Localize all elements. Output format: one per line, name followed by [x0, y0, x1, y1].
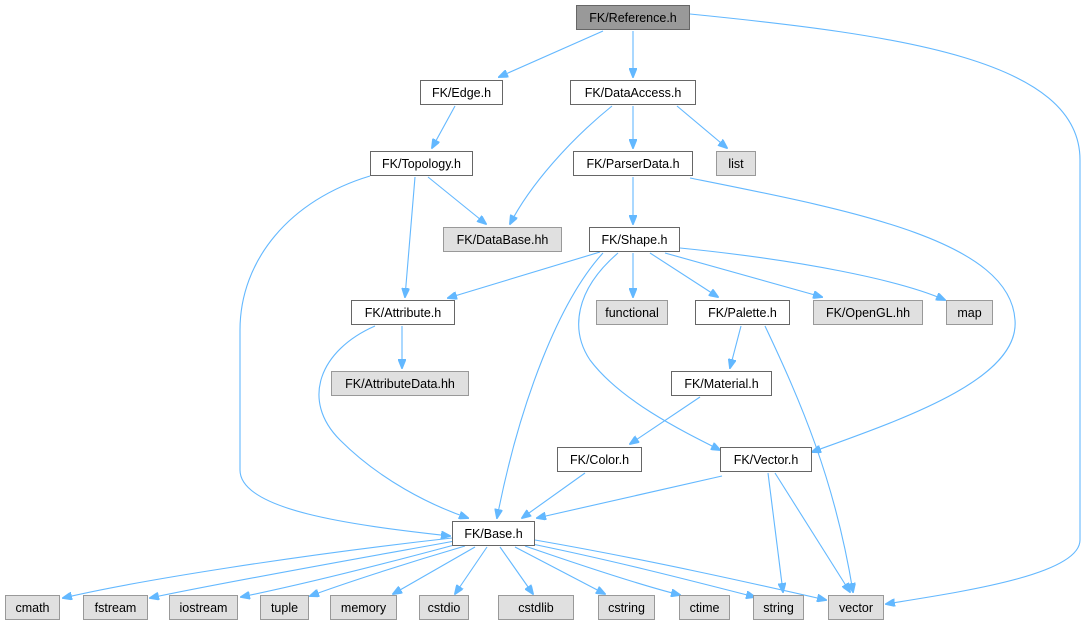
edge-base-string [531, 543, 755, 597]
edge-base-cmath [63, 537, 453, 598]
edge-topology-database [427, 176, 486, 224]
node-cstdio: cstdio [419, 595, 469, 620]
node-material-h[interactable]: FK/Material.h [671, 371, 772, 396]
node-attributedata-hh: FK/AttributeData.hh [331, 371, 469, 396]
edge-base-tuple [310, 545, 466, 596]
node-color-h[interactable]: FK/Color.h [557, 447, 642, 472]
node-reference-h[interactable]: FK/Reference.h [576, 5, 690, 30]
edge-base-vector [534, 539, 826, 600]
edge-shape-base [497, 252, 604, 518]
edge-base-cstring [514, 546, 605, 594]
edge-vector-string [767, 472, 783, 592]
node-topology-h[interactable]: FK/Topology.h [370, 151, 473, 176]
edge-color-base [522, 472, 586, 518]
node-database-hh: FK/DataBase.hh [443, 227, 562, 252]
edge-attribute-base [318, 325, 468, 518]
node-tuple: tuple [260, 595, 309, 620]
edge-base-cstdlib [499, 546, 533, 594]
node-parserdata-h[interactable]: FK/ParserData.h [573, 151, 693, 176]
node-list: list [716, 151, 756, 176]
node-fstream: fstream [83, 595, 148, 620]
node-functional: functional [596, 300, 668, 325]
node-vector-h[interactable]: FK/Vector.h [720, 447, 812, 472]
edge-base-memory [393, 546, 476, 594]
edge-shape-map [679, 247, 945, 300]
edge-shape-attribute [448, 251, 601, 298]
edge-shape-vector [578, 252, 720, 450]
node-base-h[interactable]: FK/Base.h [452, 521, 535, 546]
node-memory: memory [330, 595, 397, 620]
node-cmath: cmath [5, 595, 60, 620]
node-map: map [946, 300, 993, 325]
node-dataaccess-h[interactable]: FK/DataAccess.h [570, 80, 696, 105]
node-opengl-hh: FK/OpenGL.hh [813, 300, 923, 325]
node-cstring: cstring [598, 595, 655, 620]
edge-material-color [630, 396, 701, 444]
edge-reference-vector [689, 13, 1081, 604]
edge-edge-topology [432, 105, 456, 148]
node-vector: vector [828, 595, 884, 620]
edge-reference-edge [499, 30, 604, 77]
node-attribute-h[interactable]: FK/Attribute.h [351, 300, 455, 325]
edge-vector-vector [774, 472, 850, 592]
node-ctime: ctime [679, 595, 730, 620]
edge-base-cstdio [455, 546, 488, 594]
node-palette-h[interactable]: FK/Palette.h [695, 300, 790, 325]
edge-shape-opengl [664, 252, 822, 297]
edge-topology-attribute [405, 176, 416, 297]
edge-palette-material [730, 325, 742, 368]
edge-shape-palette [649, 252, 718, 297]
edge-dataaccess-list [676, 105, 727, 148]
node-shape-h[interactable]: FK/Shape.h [589, 227, 680, 252]
node-cstdlib: cstdlib [498, 595, 574, 620]
edge-base-fstream [150, 540, 456, 598]
edge-dataaccess-database [510, 105, 613, 224]
edge-base-ctime [524, 545, 680, 595]
edge-palette-vector [764, 325, 853, 592]
node-iostream: iostream [169, 595, 238, 620]
node-edge-h[interactable]: FK/Edge.h [420, 80, 503, 105]
edge-base-iostream [241, 543, 459, 597]
node-string: string [753, 595, 804, 620]
edge-vector-base [537, 475, 723, 518]
edge-parserdata-vector [689, 177, 1016, 452]
edge-topology-base [239, 175, 450, 536]
